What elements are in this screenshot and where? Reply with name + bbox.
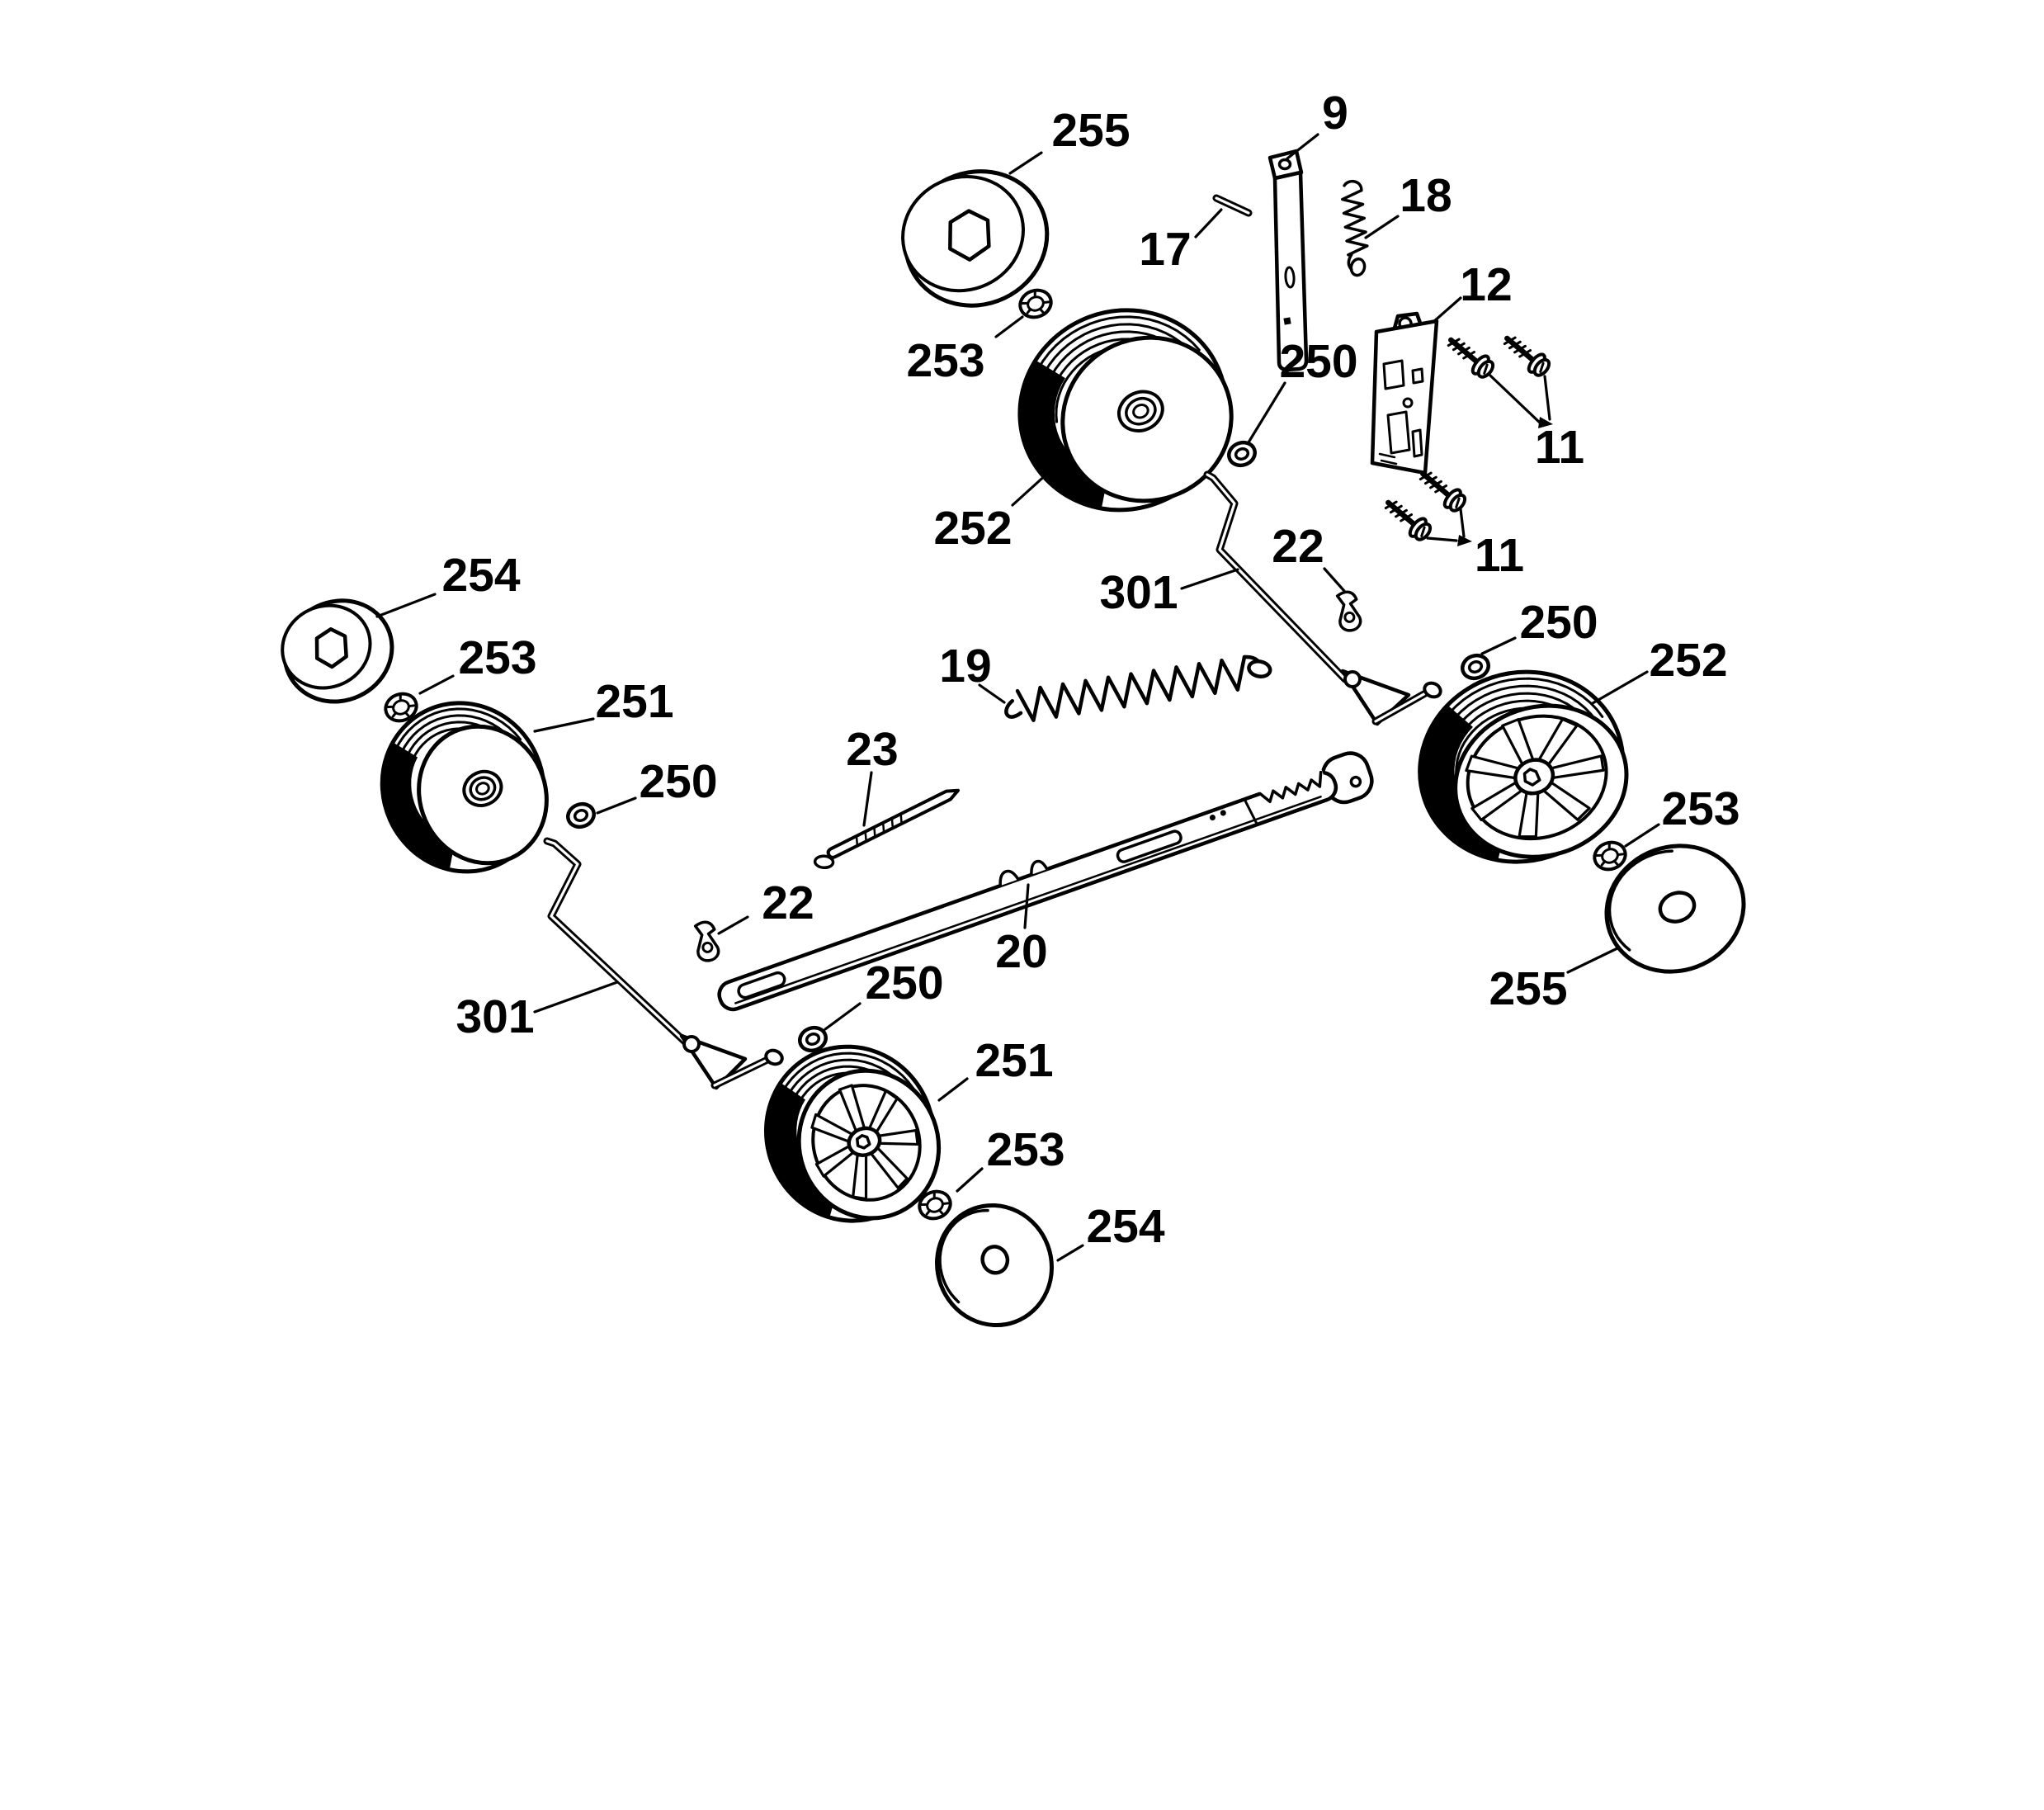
hubcap-255-top	[901, 169, 1050, 308]
pin-17	[1212, 194, 1253, 217]
screw-11-lower-right	[1416, 465, 1469, 514]
spring-19	[1004, 655, 1272, 722]
callout-250-right: 250	[1519, 596, 1598, 649]
lever-tab	[998, 869, 1020, 887]
callout-253-top-left: 253	[906, 334, 984, 387]
callout-labels: 255 9 17 18 12 253 11 250 252 301 22 11 …	[441, 87, 1740, 1253]
clip-22-left	[692, 919, 722, 964]
rod-23	[813, 788, 961, 870]
hex-hole	[1522, 768, 1541, 787]
leader-lines	[375, 133, 1660, 1262]
spokes	[810, 1084, 919, 1201]
callout-250-bottom: 250	[865, 957, 943, 1009]
axle-301-right	[1203, 470, 1442, 726]
hub-hole	[475, 782, 490, 796]
callout-301-left: 301	[456, 990, 534, 1043]
hex-hole	[948, 209, 991, 262]
lever-slot	[1116, 829, 1182, 863]
bracket-12	[1370, 311, 1439, 475]
callout-11-lower: 11	[1475, 529, 1524, 582]
hub-hole	[1132, 403, 1149, 419]
lever-slot	[737, 971, 786, 1000]
callout-22-left: 22	[762, 877, 814, 929]
callout-22-right: 22	[1272, 520, 1324, 573]
callout-19: 19	[939, 640, 991, 692]
hex-hole	[856, 1134, 871, 1150]
spokes	[1465, 717, 1605, 839]
spring-18	[1341, 179, 1369, 277]
callout-254-left: 254	[441, 549, 520, 602]
callout-20: 20	[995, 925, 1047, 978]
hubcap-254-bottom	[935, 1203, 1054, 1328]
callout-253-left: 253	[458, 631, 536, 684]
callout-253-right: 253	[1661, 782, 1740, 835]
wheel-252-right	[1418, 669, 1629, 864]
callout-254-bottom: 254	[1086, 1200, 1164, 1253]
callout-17: 17	[1139, 223, 1191, 276]
wheel-251-left	[380, 701, 549, 874]
callout-301-right: 301	[1099, 566, 1178, 619]
screw-11-upper-left	[1444, 332, 1497, 380]
hubcap-254-left	[281, 598, 394, 704]
callout-250-left: 250	[639, 755, 717, 808]
callout-255-top-left: 255	[1051, 104, 1130, 157]
center-hole	[980, 1245, 1010, 1275]
clip-22-right	[1334, 588, 1364, 634]
hubcap-255-right	[1604, 844, 1746, 974]
callout-23: 23	[846, 723, 898, 776]
callout-18: 18	[1400, 169, 1452, 222]
callout-12: 12	[1460, 258, 1512, 311]
hex-hole	[314, 627, 348, 669]
screw-11-upper-right	[1500, 330, 1553, 379]
callout-251-left: 251	[595, 675, 673, 728]
washer-250-left	[564, 801, 597, 830]
washer-250-top	[1225, 439, 1258, 469]
callout-250-top: 250	[1279, 335, 1357, 388]
screw-11-lower-left	[1381, 494, 1434, 543]
callout-253-bottom: 253	[986, 1123, 1064, 1176]
callout-255-right: 255	[1489, 962, 1567, 1015]
serrated-edge	[1258, 770, 1323, 803]
wheel-251-bottom	[763, 1044, 942, 1223]
callout-251-bottom: 251	[975, 1034, 1053, 1087]
callout-252-right: 252	[1649, 634, 1727, 687]
axle-301-left	[543, 837, 784, 1090]
callout-252-top: 252	[933, 502, 1012, 555]
wheel-252-top	[1017, 308, 1234, 513]
callout-11-upper: 11	[1535, 421, 1584, 474]
adjuster-bar-9	[1267, 149, 1309, 372]
callout-9: 9	[1322, 87, 1348, 139]
center-hole	[1658, 891, 1697, 924]
lever-tab	[1030, 859, 1049, 877]
